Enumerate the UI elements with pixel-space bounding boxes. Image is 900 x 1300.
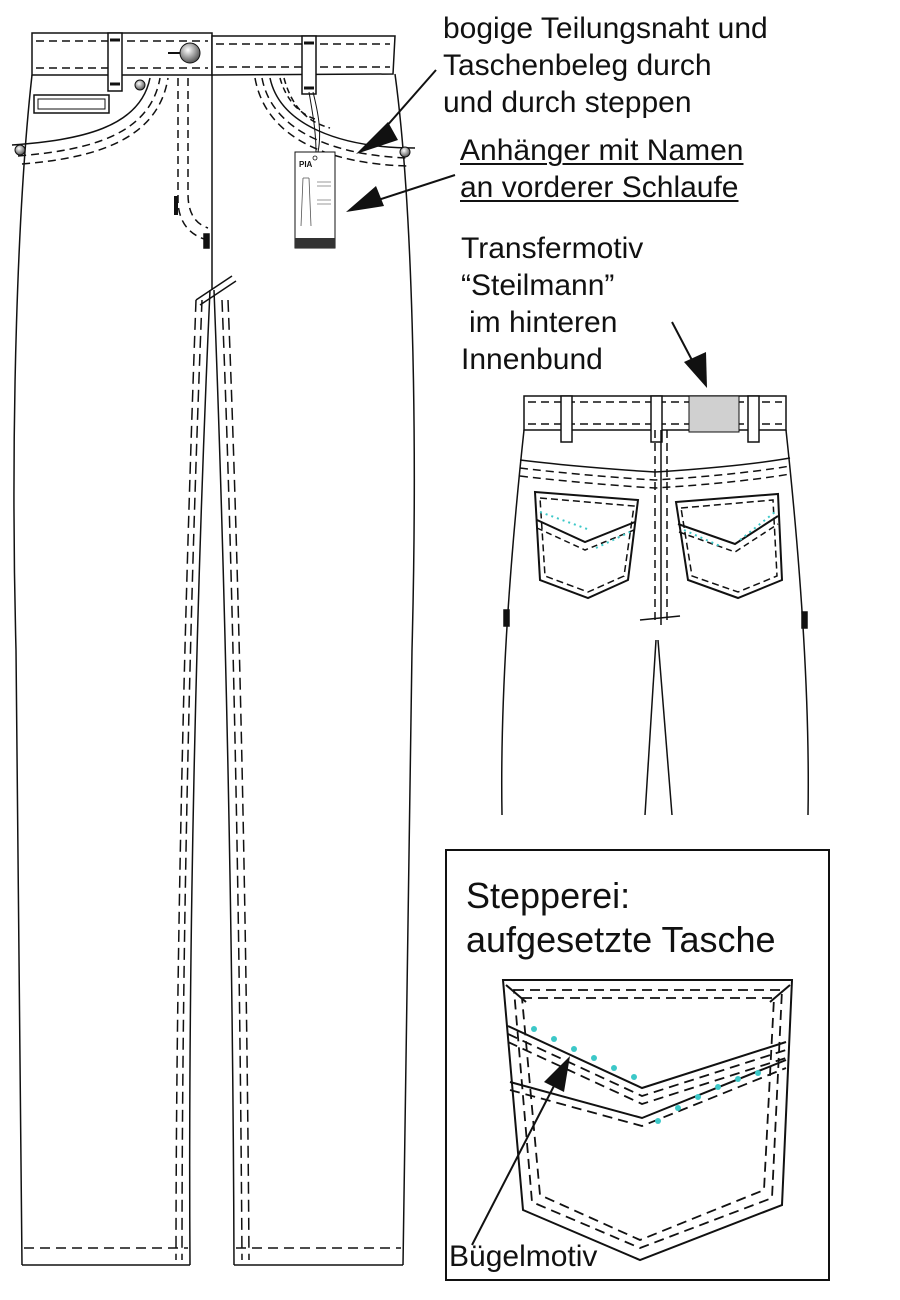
tag-note-line-1: Anhänger mit Namen: [460, 134, 744, 167]
inset-frame: [445, 849, 830, 1281]
seam-note: bogige Teilungsnaht und Taschenbeleg dur…: [443, 10, 768, 121]
front-belt-loop-left: [107, 32, 123, 92]
tag-note-line-2: an vorderer Schlaufe: [460, 171, 739, 204]
inset-title-line-2: aufgesetzte Tasche: [466, 919, 776, 960]
inset-title: Stepperei: aufgesetzte Tasche: [466, 874, 776, 962]
front-left-outseam: [13, 74, 33, 1266]
rivet-left-side: [14, 144, 26, 156]
arrow-tag: [346, 174, 456, 212]
inset-pocket-detail: [501, 979, 794, 1262]
transfer-note-line-4: Innenbund: [461, 343, 603, 376]
hang-tag-name: PIA: [299, 160, 313, 169]
inset-title-line-1: Stepperei:: [466, 875, 631, 916]
motif-dots: [531, 1026, 761, 1124]
hang-tag: [294, 91, 336, 249]
arrow-seam: [356, 69, 437, 154]
seam-note-line-3: und durch steppen: [443, 86, 692, 119]
transfer-label-patch: [688, 395, 740, 433]
front-right-outseam: [394, 73, 416, 1266]
front-view: [11, 32, 416, 1266]
back-view: [501, 395, 809, 816]
front-waistband: [31, 32, 396, 76]
front-left-inseam: [188, 289, 211, 1266]
motif-label: Bügelmotiv: [449, 1240, 598, 1273]
front-button: [179, 42, 201, 64]
transfer-note: Transfermotiv “Steilmann” im hinteren In…: [461, 230, 643, 378]
tag-note: Anhänger mit Namen an vorderer Schlaufe: [460, 132, 743, 206]
transfer-note-line-3: im hinteren: [469, 306, 618, 339]
seam-note-line-1: bogige Teilungsnaht und: [443, 12, 768, 45]
transfer-note-line-1: Transfermotiv: [461, 232, 644, 265]
front-right-inseam: [213, 289, 235, 1266]
transfer-note-line-2: “Steilmann”: [461, 269, 615, 302]
arrow-transfer: [671, 321, 707, 388]
rivet-left-pocket: [134, 79, 146, 91]
front-belt-loop-right: [301, 35, 317, 95]
rivet-right-side: [399, 146, 411, 158]
seam-note-line-2: Taschenbeleg durch: [443, 49, 712, 82]
arrow-motif: [471, 1056, 570, 1246]
